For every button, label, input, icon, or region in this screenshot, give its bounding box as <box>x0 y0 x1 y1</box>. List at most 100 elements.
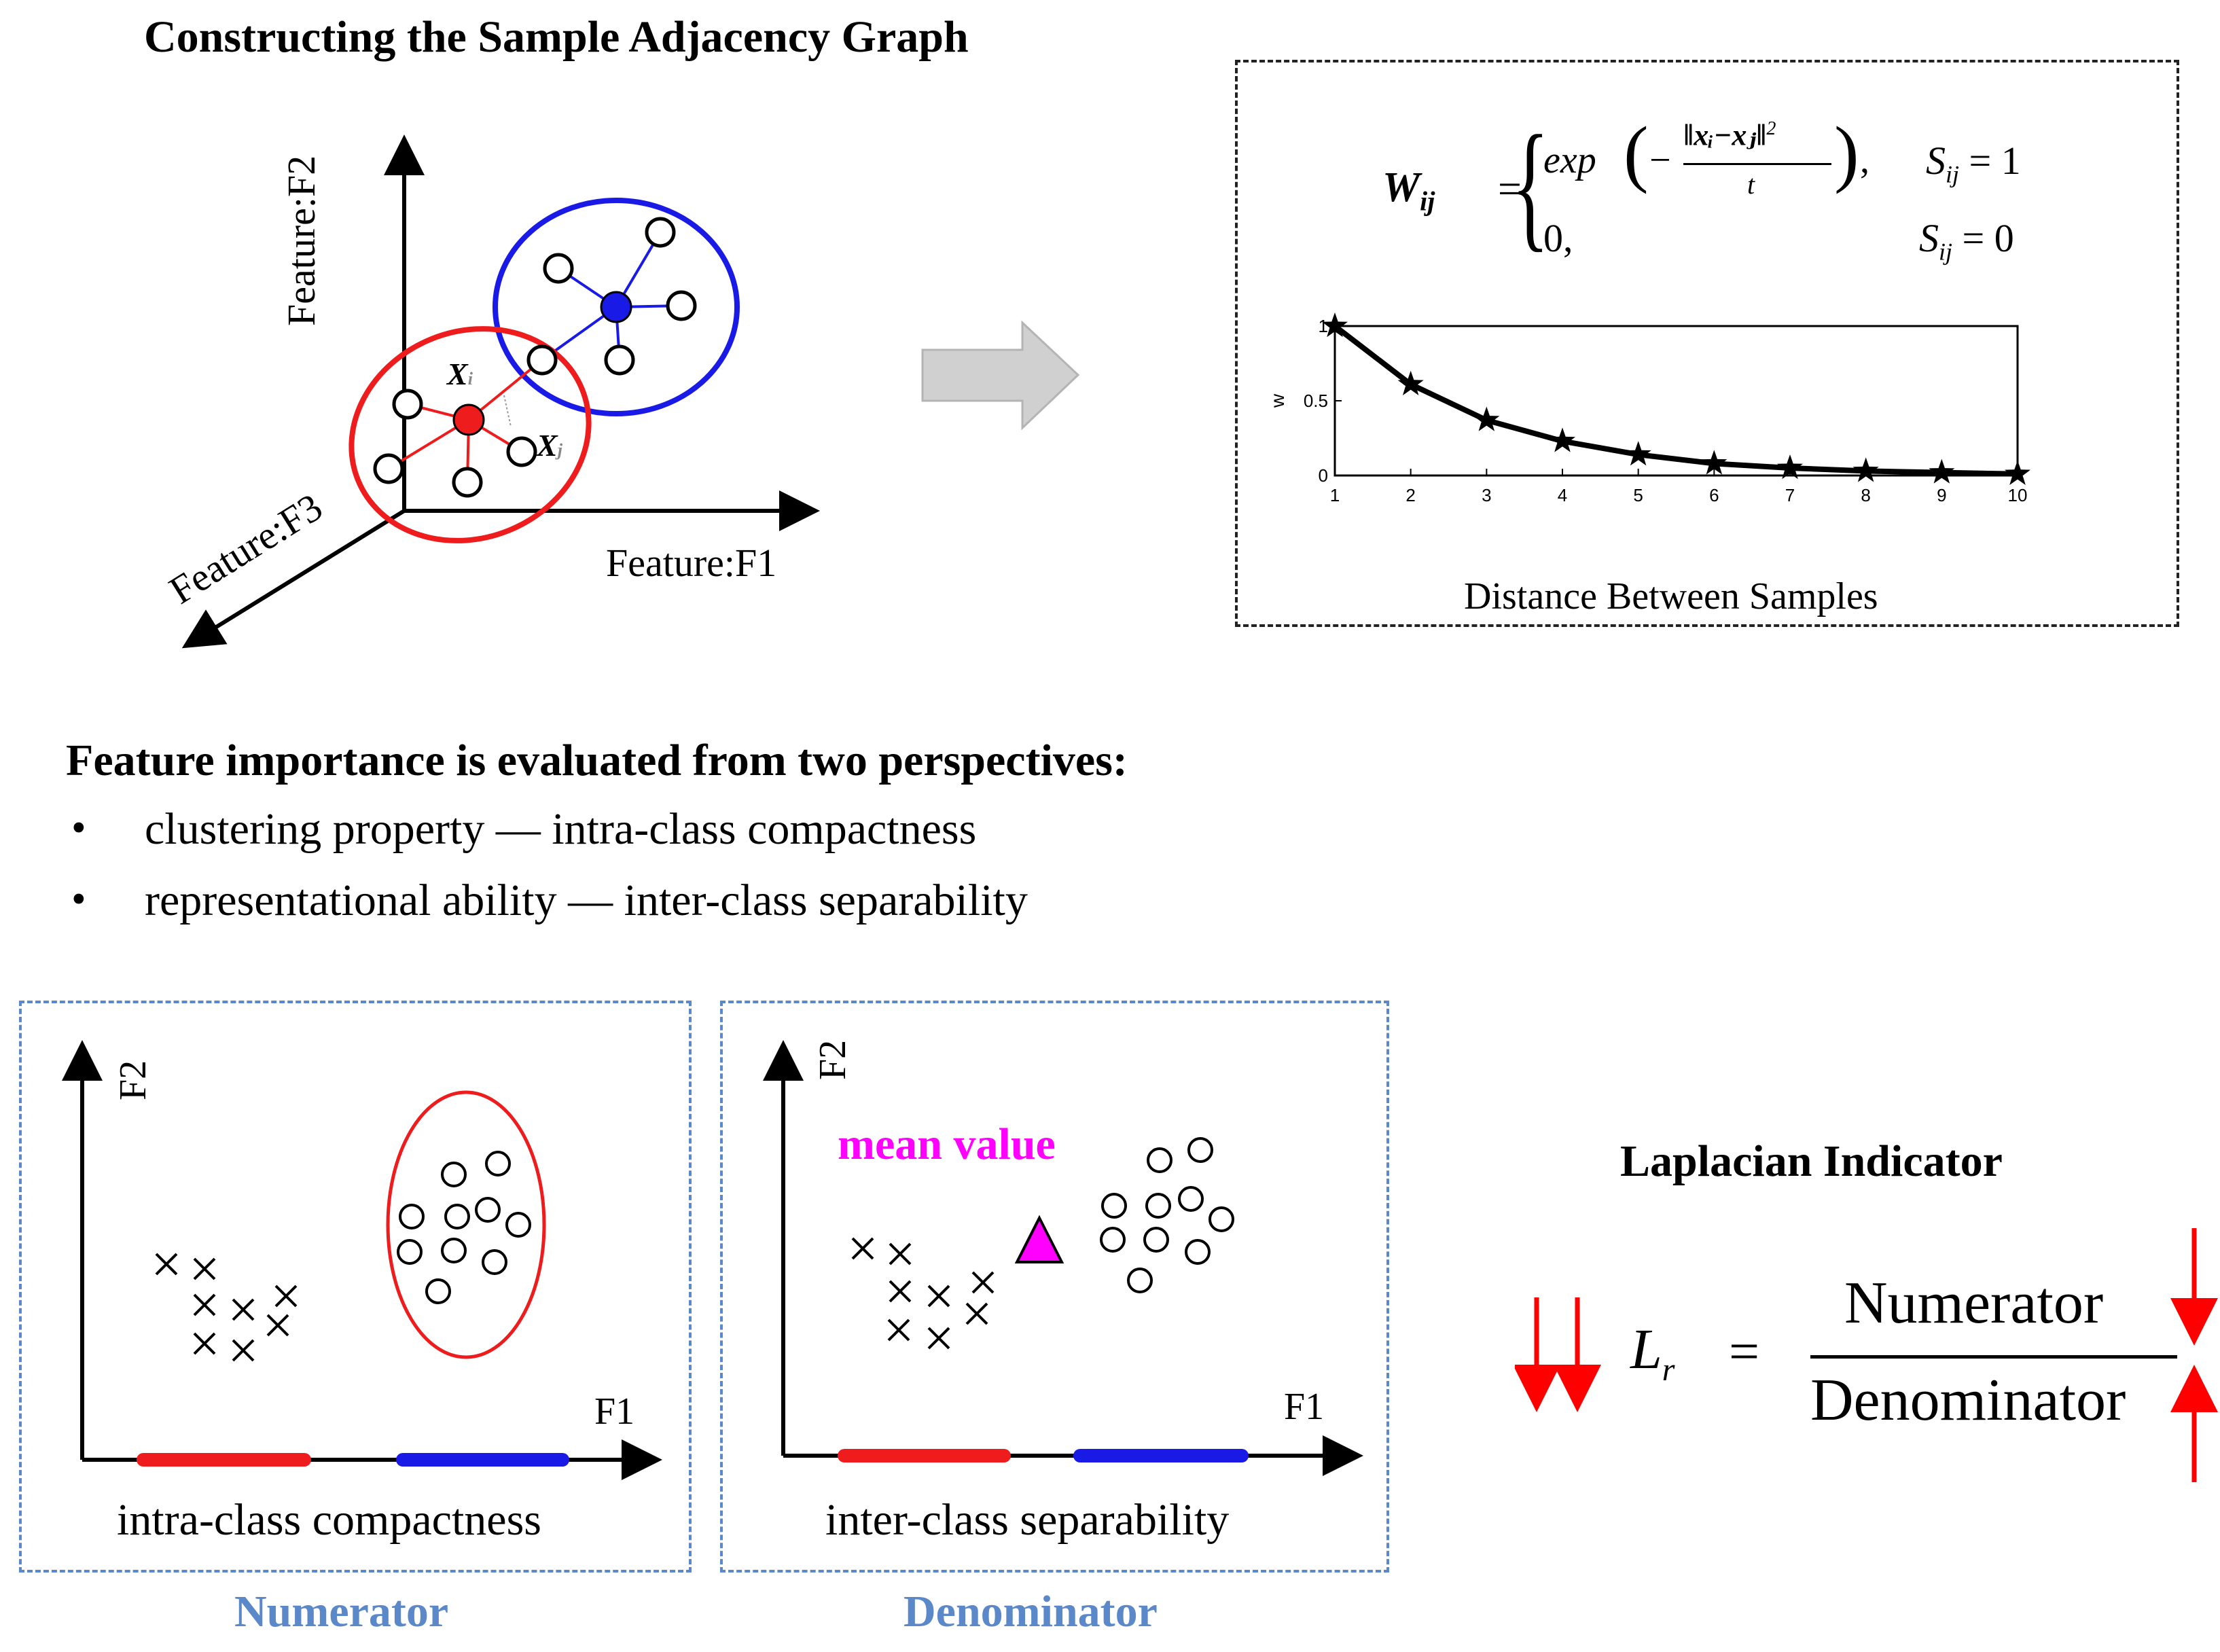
formula-cond1-val: = 1 <box>1969 139 2021 183</box>
x-tick-label: 1 <box>1330 485 1340 505</box>
x-tick-label: 7 <box>1785 485 1795 505</box>
node-blue-1 <box>543 253 574 284</box>
data-point-star <box>1473 406 1500 431</box>
inter-plot <box>763 1040 1363 1476</box>
series-line <box>1333 323 2018 477</box>
axis-f2-label: Feature:F2 <box>279 155 323 326</box>
red-cluster-center <box>452 403 485 436</box>
data-point-star <box>1929 459 1955 484</box>
data-point-star <box>1701 450 1727 475</box>
data-point-star <box>2005 460 2030 485</box>
blue-cluster-center <box>600 291 632 323</box>
mean-value-label: mean value <box>838 1119 1056 1169</box>
formula-case1: exp <box>1543 141 1596 179</box>
data-point-star <box>1625 441 1651 466</box>
lr-symbol: Lr <box>1630 1321 1675 1386</box>
lr-letter: L <box>1630 1318 1662 1381</box>
numerator-label: Numerator <box>234 1587 449 1636</box>
blue-cluster-ellipse <box>493 198 740 416</box>
formula-den: t <box>1747 169 1755 200</box>
graph-nodes <box>373 217 697 498</box>
bullet-2: • <box>71 876 86 922</box>
y-tick-label: 1 <box>1319 316 1328 336</box>
formula-cond2-s: S <box>1919 216 1939 260</box>
adjacency-graph-3d <box>181 134 820 649</box>
x-tick-label: 6 <box>1709 485 1719 505</box>
formula-w-sub: ij <box>1420 185 1435 217</box>
xi-letter: X <box>447 357 468 391</box>
data-point-star <box>1322 312 1348 338</box>
formula-paren-open: ( <box>1624 111 1649 194</box>
formula-cond1: Sij = 1 <box>1926 141 2021 187</box>
formula-exp: exp <box>1543 139 1596 181</box>
x-tick-label: 2 <box>1406 485 1415 505</box>
node-red-3 <box>452 467 483 498</box>
perspective-item-2: representational ability — inter-class s… <box>145 876 1028 925</box>
x-tick-label: 5 <box>1633 485 1643 505</box>
inter-panel <box>720 1001 1389 1573</box>
lr-fraction-bar <box>1810 1355 2177 1359</box>
formula-cond2-sub: ij <box>1939 238 1953 266</box>
right-arrow-shape <box>921 320 1080 431</box>
plot-frame <box>1333 325 2019 477</box>
node-blue-3 <box>666 290 697 321</box>
lr-subscript: r <box>1662 1351 1675 1388</box>
inter-cross-points <box>851 1237 995 1350</box>
mean-triangle <box>1014 1215 1064 1263</box>
formula-cond1-s: S <box>1926 139 1946 183</box>
node-shared <box>526 344 558 376</box>
top-title: Constructing the Sample Adjacency Graph <box>144 12 969 62</box>
intra-panel <box>19 1001 692 1573</box>
formula-paren-close: ) <box>1834 111 1859 194</box>
xj-subscript: j <box>557 440 562 460</box>
formula-brace: { <box>1511 107 1550 264</box>
xi-label: Xi <box>447 359 473 390</box>
axis-f1-label: Feature:F1 <box>606 541 777 585</box>
formula-cond2: Sij = 0 <box>1919 219 2014 264</box>
red-cluster-ellipse <box>348 326 592 543</box>
weight-panel-xlabel: Distance Between Samples <box>1464 575 1878 617</box>
formula-cond1-sub: ij <box>1946 160 1960 188</box>
data-point-star <box>1397 370 1424 395</box>
x-tick-label: 9 <box>1937 485 1946 505</box>
formula-comma: , <box>1860 139 1869 181</box>
formula-num-text: ‖xᵢ−xⱼ‖ <box>1683 118 1767 152</box>
laplacian-arrows <box>1515 1228 2218 1482</box>
formula-num: ‖xᵢ−xⱼ‖2 <box>1683 120 1776 151</box>
x-tick-label: 10 <box>2008 485 2028 505</box>
lr-equals: = <box>1729 1322 1760 1382</box>
intra-circle-points <box>397 1151 531 1304</box>
y-tick-label: 0.5 <box>1304 391 1328 411</box>
node-red-1 <box>392 389 423 420</box>
xj-letter: X <box>537 428 558 463</box>
inter-axis-x-label: F1 <box>1284 1386 1325 1428</box>
formula-case2: 0, <box>1543 216 1573 260</box>
data-point-star <box>1852 457 1879 482</box>
formula-cond2-val: = 0 <box>1962 216 2014 260</box>
denominator-label: Denominator <box>903 1587 1158 1636</box>
lr-numerator: Numerator <box>1844 1270 2104 1336</box>
node-blue-2 <box>645 217 676 248</box>
x-tick-label: 8 <box>1861 485 1870 505</box>
xi-xj-connector <box>503 395 512 427</box>
intra-cross-points <box>155 1253 298 1362</box>
flow-arrow <box>921 320 1080 431</box>
xj-label: Xj <box>537 430 562 461</box>
inter-circle-points <box>1100 1137 1234 1293</box>
inter-axis-y-label: F2 <box>812 1039 854 1080</box>
bullet-1: • <box>71 805 86 851</box>
x-tick-label: 4 <box>1558 485 1567 505</box>
inter-caption: inter-class separability <box>825 1495 1230 1545</box>
xi-subscript: i <box>467 369 473 389</box>
y-axis-label: w <box>1267 393 1288 408</box>
node-blue-4 <box>604 344 635 376</box>
formula-minus: − <box>1649 139 1671 181</box>
perspective-item-1: clustering property — intra-class compac… <box>145 804 977 854</box>
node-red-2 <box>373 453 404 484</box>
intra-axis-y-label: F2 <box>112 1060 154 1100</box>
y-tick-label: 0 <box>1319 465 1328 486</box>
intra-axis-x-label: F1 <box>594 1390 635 1433</box>
laplacian-title: Laplacian Indicator <box>1620 1136 2003 1186</box>
formula-lhs: Wij <box>1382 166 1435 215</box>
